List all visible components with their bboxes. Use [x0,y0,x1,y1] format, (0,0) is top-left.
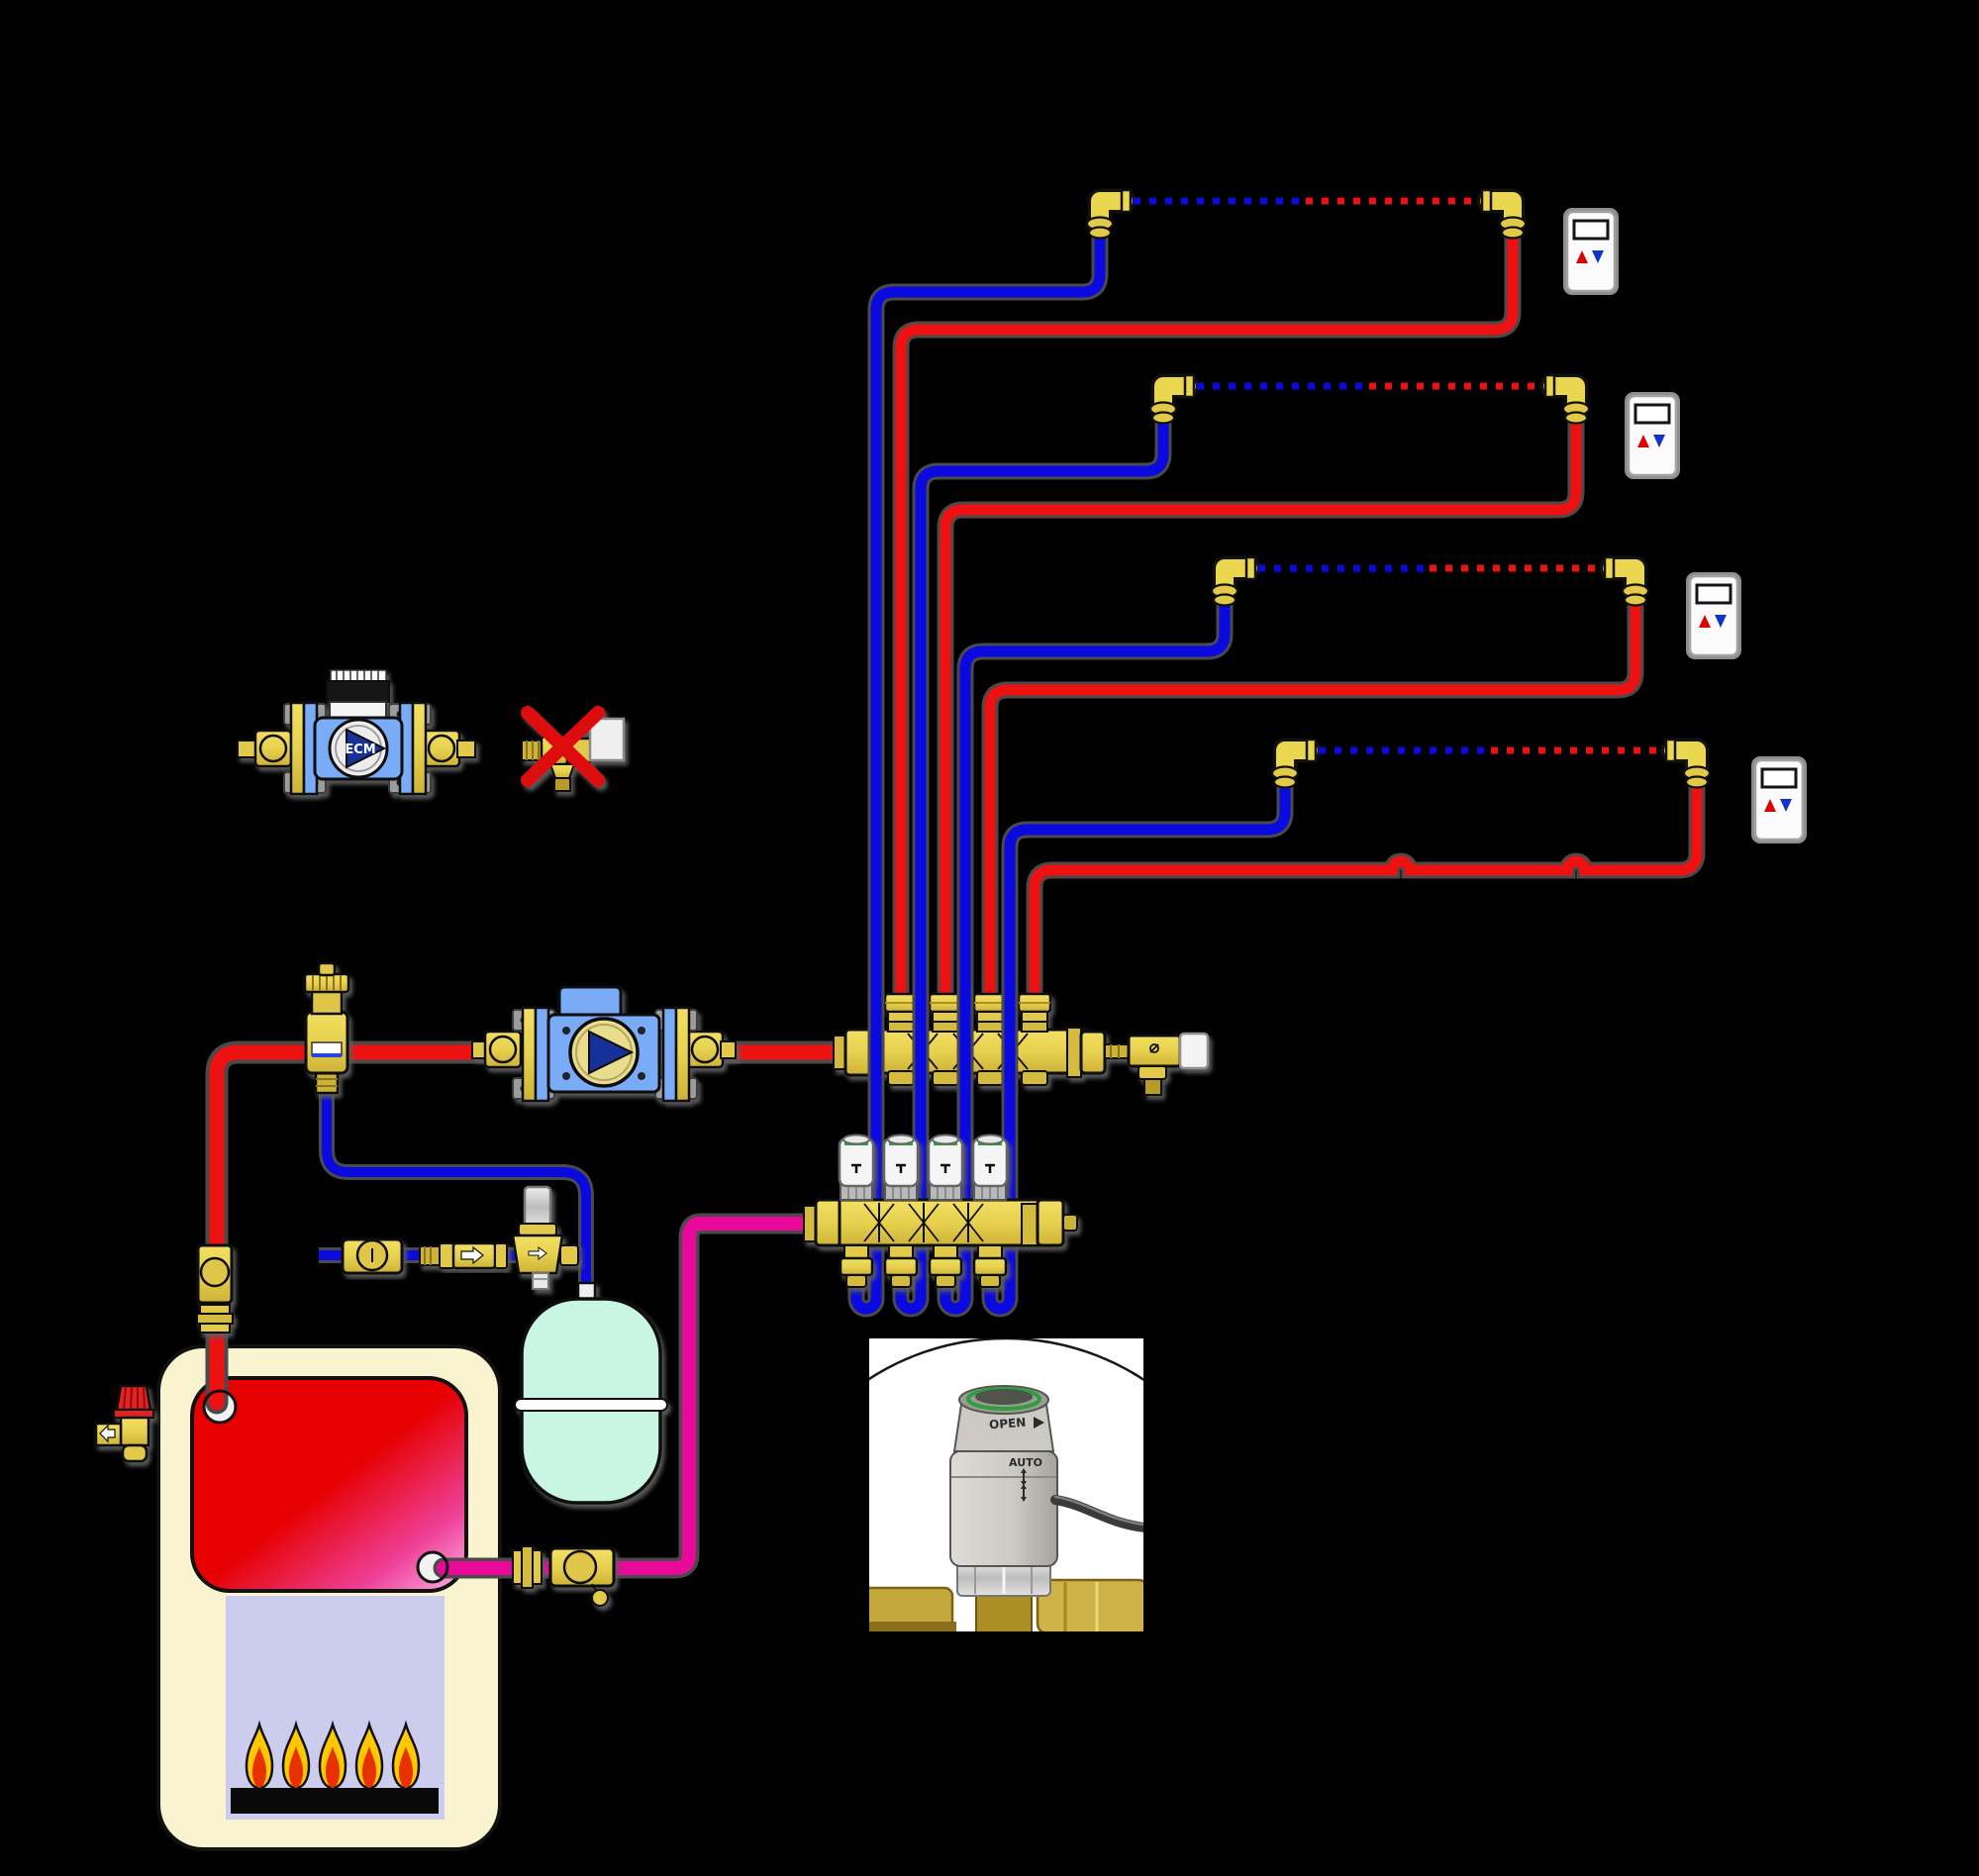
photo-open-label: OPEN [989,1416,1027,1432]
floor-loop-3 [1212,557,1648,606]
air-vent-cap [1178,1032,1210,1070]
floor-loop-4 [1272,740,1710,788]
ecm-circulator-pump: ECM [237,669,476,796]
loop-return-pipes [847,229,1294,1318]
actuator-photo: OPEN AUTO [869,1338,1143,1631]
thermostat-1 [1561,206,1621,297]
expansion-tank [514,1281,668,1505]
supply-port-4 [1017,992,1052,1034]
air-separator [303,961,350,1095]
boiler-isolation-valve [196,1243,234,1333]
safety-relief-valve [94,1384,154,1463]
boiler-supply-port-ring [202,1389,238,1425]
thermostat-2 [1623,390,1682,481]
thermostat-3 [1684,570,1743,661]
return-manifold [803,1134,1078,1289]
check-valve [419,1241,508,1270]
boiler-return-pipe [433,1213,821,1579]
loop-supply-pipes [892,229,1706,1008]
pump-impeller-icon [588,1030,635,1075]
floor-loop-2 [1150,375,1589,424]
zone-valve-actuator-2 [882,1134,920,1202]
prohibition-cross-icon [521,706,605,787]
boiler-supply-pipe [205,1040,849,1415]
pump-label: ECM [345,742,375,757]
zone-valve-actuator-3 [927,1134,964,1202]
floor-loop-1 [1087,190,1526,239]
burner-bar [231,1788,439,1814]
actuator-cable [1050,1495,1143,1532]
drain-cap [591,1589,609,1607]
drain-stub [1143,1078,1162,1096]
thermostat-4 [1749,754,1809,845]
manifold-segments [863,1203,984,1242]
supply-port-1 [883,992,919,1034]
boiler-heat-exchanger [190,1376,468,1593]
vent-tip [317,961,337,977]
return-union [512,1545,543,1589]
zone-valve-actuator-4 [971,1134,1009,1202]
vent-tee [1127,1034,1182,1068]
mixing-valve-pump [471,985,737,1103]
supply-port-3 [972,992,1008,1034]
vent-nipple [1104,1043,1130,1059]
pressure-reducing-valve [511,1185,579,1290]
photo-auto-label: AUTO [1009,1456,1042,1469]
boiler-return-port-ring [416,1550,449,1584]
fill-ball-valve [341,1237,404,1275]
supply-port-2 [928,992,963,1034]
return-ball-valve [548,1546,616,1607]
blocked-zone-valve [521,706,626,792]
boiler [156,1344,502,1851]
valve-actuator-silhouette [588,717,626,762]
motor-housing [326,680,390,703]
zone-valve-actuator-1 [838,1134,875,1202]
